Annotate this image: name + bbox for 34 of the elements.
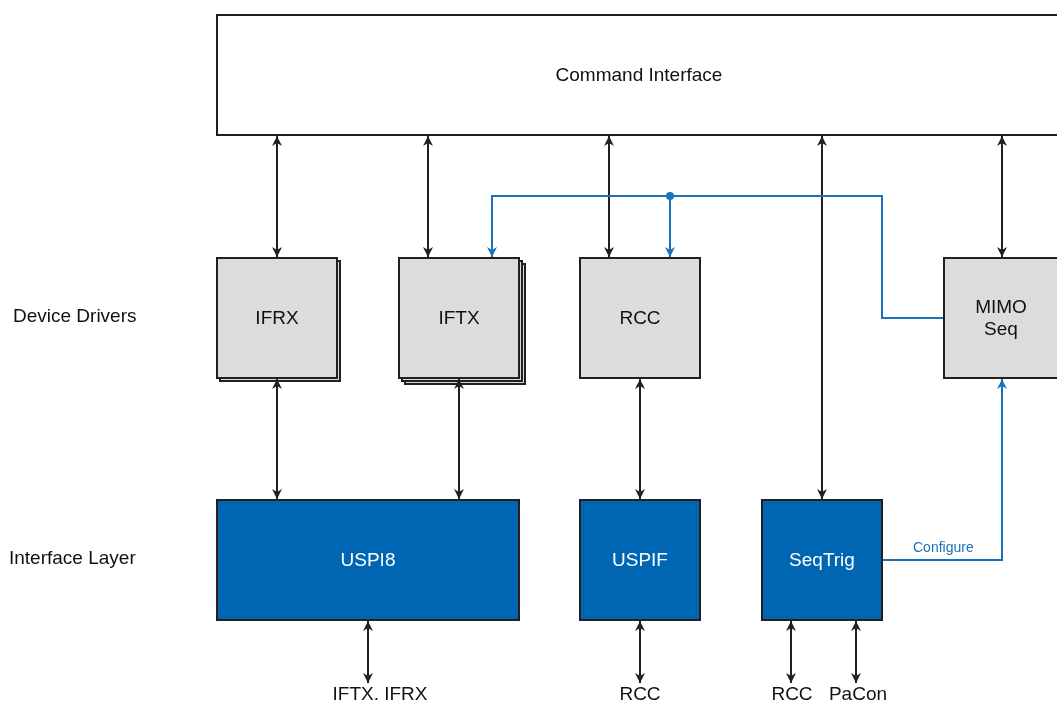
arrow bbox=[786, 620, 796, 684]
signal-text: RCC bbox=[618, 683, 662, 704]
arrow bbox=[423, 135, 433, 258]
driver-box bbox=[398, 257, 520, 379]
arrow bbox=[272, 135, 282, 258]
arrow bbox=[363, 620, 373, 684]
arrow bbox=[997, 135, 1007, 258]
box-label: Command Interface bbox=[555, 64, 723, 86]
signal-text: RCC bbox=[770, 683, 814, 704]
layer-label: Interface Layer bbox=[9, 547, 136, 569]
box-label: IFTX bbox=[438, 307, 480, 329]
interface-box bbox=[216, 14, 1057, 136]
layer-label: Device Drivers bbox=[13, 305, 137, 327]
signal-text: IFTX. IFRX bbox=[331, 683, 429, 704]
signal-text: PaCon bbox=[828, 683, 888, 704]
edge-label: Configure bbox=[911, 539, 976, 555]
arrow bbox=[604, 135, 614, 258]
arrow bbox=[817, 135, 827, 500]
box-label: USPIF bbox=[612, 549, 668, 571]
driver-box bbox=[216, 257, 338, 379]
layer-box bbox=[216, 499, 520, 621]
arrow bbox=[851, 620, 861, 684]
box-label: IFRX bbox=[255, 307, 299, 329]
driver-box bbox=[943, 257, 1057, 379]
box-label: MIMO Seq bbox=[974, 296, 1028, 340]
box-label: USPI8 bbox=[340, 549, 396, 571]
box-label: SeqTrig bbox=[789, 549, 855, 571]
driver-box bbox=[579, 257, 701, 379]
box-label: RCC bbox=[619, 307, 661, 329]
layer-box bbox=[579, 499, 701, 621]
arrow bbox=[635, 620, 645, 684]
arrow bbox=[635, 378, 645, 500]
arrow bbox=[882, 378, 1007, 561]
layer-box bbox=[761, 499, 883, 621]
